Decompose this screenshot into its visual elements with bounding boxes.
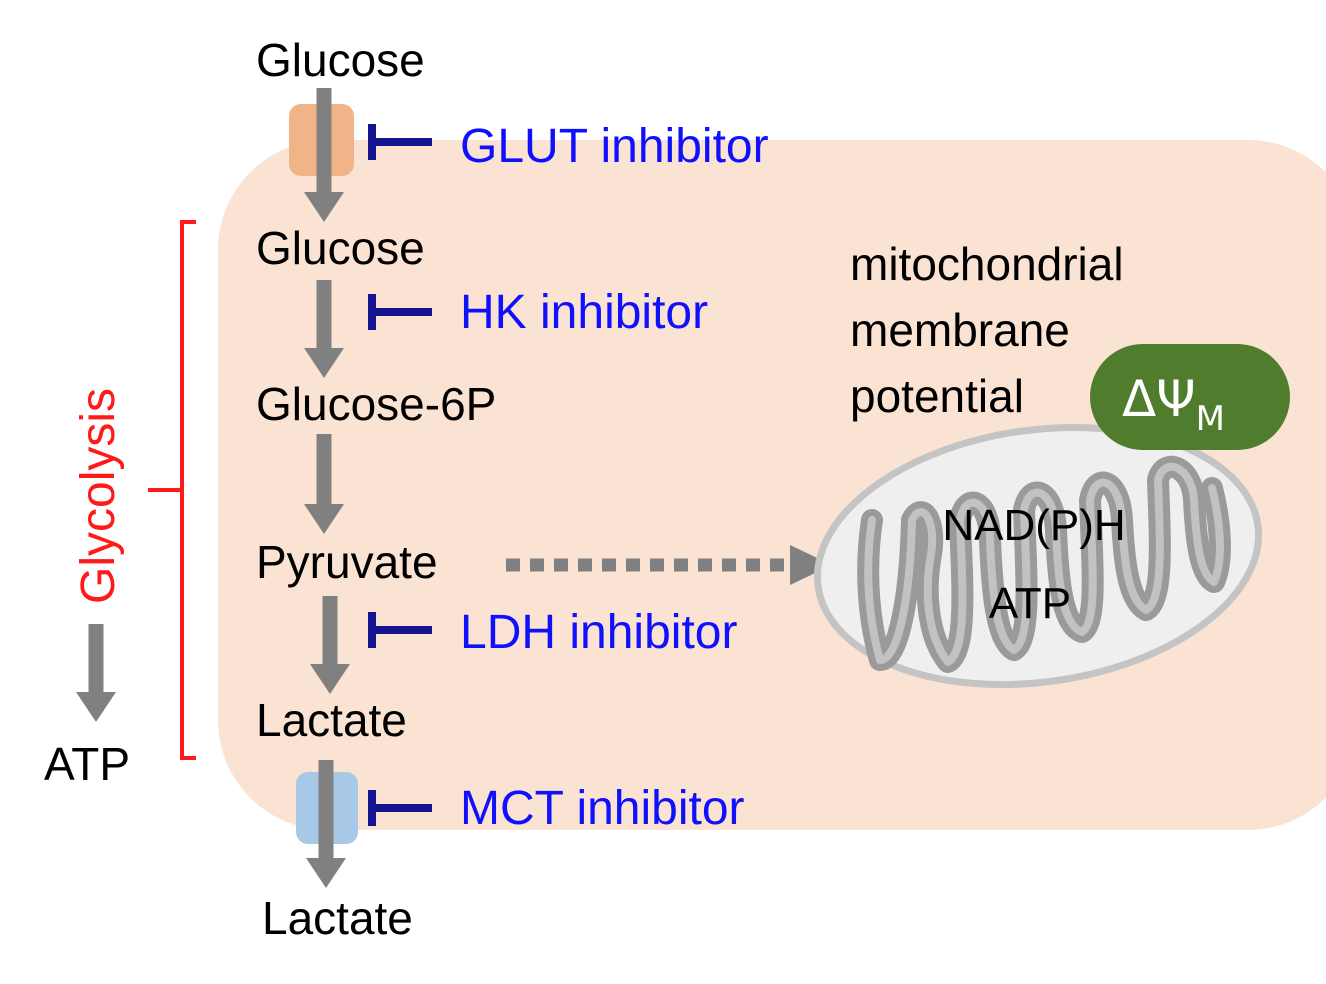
pathway-arrows xyxy=(76,88,832,888)
arrowhead-pyruvate-to-lactate xyxy=(310,664,350,694)
lactate-outside-label: Lactate xyxy=(262,892,413,944)
inhibitor-bars xyxy=(368,124,432,826)
arrowhead-g6p-to-pyruvate xyxy=(304,504,344,534)
mito-potential-line3: potential xyxy=(850,370,1024,422)
mct-inhibitor-label: MCT inhibitor xyxy=(460,782,745,835)
arrowhead-glucose-uptake xyxy=(304,192,344,222)
glucose-6p-label: Glucose-6P xyxy=(256,378,496,430)
delta-psi-subscript: M xyxy=(1196,399,1225,439)
delta-psi-symbol: ΔΨM xyxy=(1122,370,1225,439)
glycolysis-label: Glycolysis xyxy=(72,388,125,604)
arrowhead-glucose-to-g6p xyxy=(304,348,344,378)
glycolysis-bracket xyxy=(148,220,196,760)
pyruvate-label: Pyruvate xyxy=(256,536,438,588)
mito-potential-line1: mitochondrial xyxy=(850,238,1124,290)
mct-inhibitor-bar xyxy=(368,790,432,826)
glut-inhibitor-bar xyxy=(368,124,432,160)
ldh-inhibitor-bar xyxy=(368,612,432,648)
glucose-outside-label: Glucose xyxy=(256,34,425,86)
mito-potential-line2: membrane xyxy=(850,304,1070,356)
hk-inhibitor-bar xyxy=(368,294,432,330)
glut-inhibitor-label: GLUT inhibitor xyxy=(460,120,769,173)
atp-mito-label: ATP xyxy=(989,579,1071,628)
glucose-inside-label: Glucose xyxy=(256,222,425,274)
hk-inhibitor-label: HK inhibitor xyxy=(460,286,708,339)
ldh-inhibitor-label: LDH inhibitor xyxy=(460,606,737,659)
arrowhead-lactate-export xyxy=(306,858,346,888)
mitochondrion xyxy=(813,423,1263,689)
arrowhead-glycolysis-to-atp xyxy=(76,692,116,722)
arrowhead-pyruvate-to-mito xyxy=(790,545,832,585)
nadph-label: NAD(P)H xyxy=(942,501,1125,550)
delta-psi-main: ΔΨ xyxy=(1122,370,1196,428)
lactate-inside-label: Lactate xyxy=(256,694,407,746)
atp-glycolysis-label: ATP xyxy=(44,738,130,790)
delta-psi-badge xyxy=(1090,344,1290,450)
